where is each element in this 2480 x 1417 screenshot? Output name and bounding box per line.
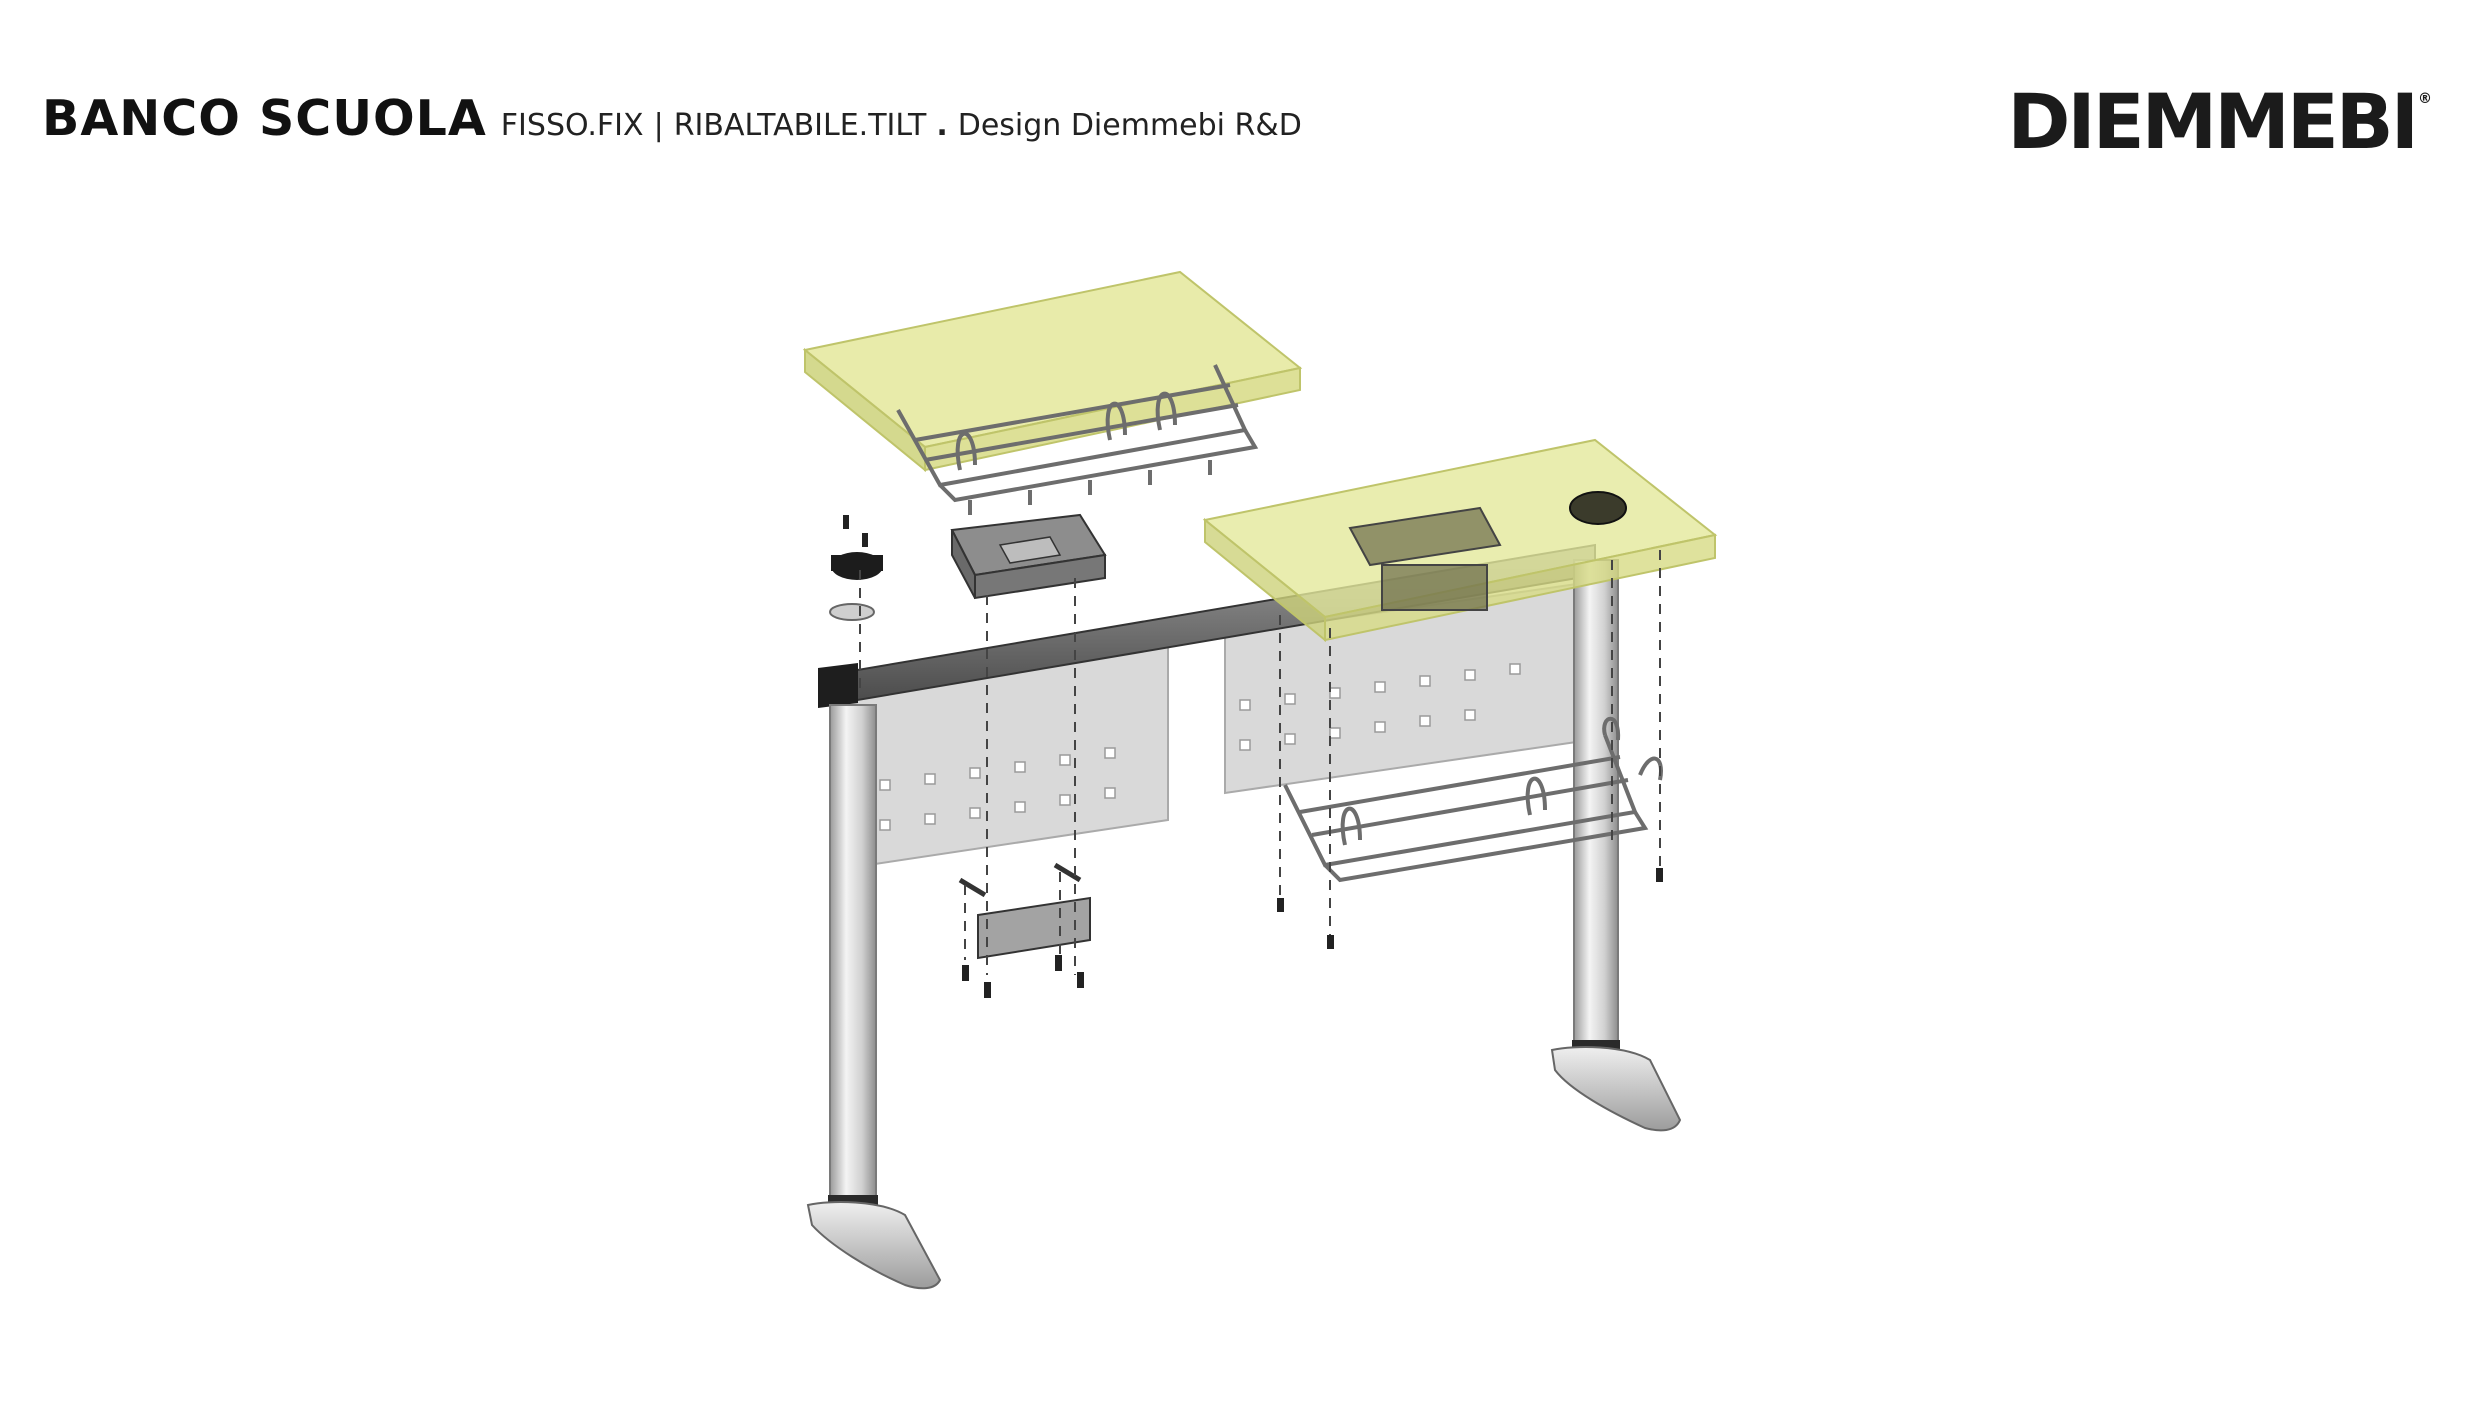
wire-basket-right (1283, 716, 1663, 883)
assembly-guide-lines (859, 550, 1661, 975)
variant-fix: FISSO.FIX (500, 108, 644, 143)
registered-mark: ® (2418, 91, 2432, 107)
modesty-panel-left (834, 638, 1169, 872)
product-subtitle: FISSO.FIX | RIBALTABILE.TILT. Design Diemme… (501, 108, 1302, 143)
end-cap (829, 552, 883, 621)
logo-text: DIEMMEBI (2007, 77, 2419, 166)
leg-left (806, 704, 942, 1290)
desktop-top-left (802, 270, 1303, 473)
dot-separator: . (936, 108, 948, 143)
separator: | (653, 108, 664, 143)
diemmebi-logo: DIEMMEBI® (2007, 84, 2432, 160)
variant-tilt: RIBALTABILE.TILT (673, 108, 927, 143)
clamp-bracket (958, 862, 1091, 960)
wire-basket-left (896, 364, 1259, 515)
desktop-top-right (1202, 438, 1718, 643)
screws-top (843, 515, 868, 547)
screws-bottom (962, 868, 1663, 998)
product-title: BANCO SCUOLA (42, 90, 487, 147)
page-title: BANCO SCUOLA FISSO.FIX | RIBALTABILE.TILT.… (42, 90, 1302, 147)
leg-right (1550, 559, 1682, 1132)
design-credit: Design Diemmebi R&D (957, 108, 1302, 143)
tilt-hinge-bracket (950, 513, 1107, 600)
